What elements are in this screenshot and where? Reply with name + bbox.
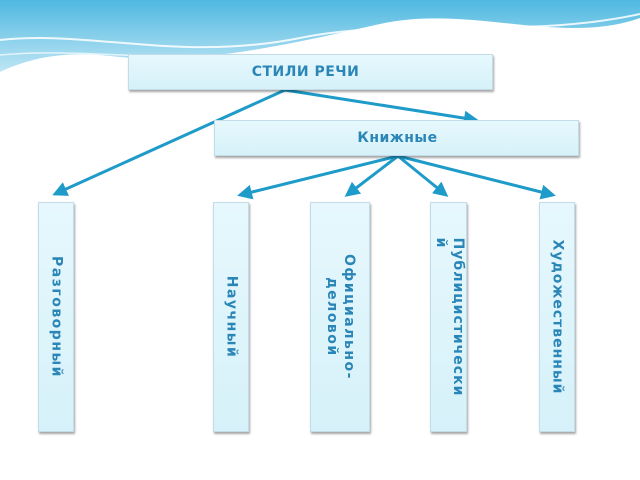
style-box-artistic: Художественный xyxy=(539,202,575,432)
style-label-artistic: Художественный xyxy=(549,239,566,395)
style-label-scientific: Научный xyxy=(223,275,240,359)
style-box-publicistic: Публицистически й xyxy=(430,202,467,432)
arrow-to-official xyxy=(344,154,399,197)
speech-styles-title-box: СТИЛИ РЕЧИ xyxy=(128,54,493,90)
arrow-to-artistic xyxy=(397,154,556,200)
style-label-official: Официально- деловой xyxy=(323,254,357,380)
bookish-styles-label: Книжные xyxy=(357,130,438,146)
style-label-publicistic-line2: й xyxy=(432,237,449,249)
style-label-publicistic-line1: Публицистически xyxy=(449,237,466,397)
arrow-to-bookish xyxy=(284,88,479,126)
style-label-publicistic: Публицистически й xyxy=(432,238,466,397)
bookish-styles-box: Книжные xyxy=(214,120,579,156)
arrow-to-scientific xyxy=(237,154,399,200)
style-label-official-line2: деловой xyxy=(324,277,340,357)
style-box-scientific: Научный xyxy=(213,202,249,432)
style-box-colloquial: Разговорный xyxy=(38,202,74,432)
speech-styles-title: СТИЛИ РЕЧИ xyxy=(251,64,360,80)
style-box-official: Официально- деловой xyxy=(310,202,370,432)
style-label-colloquial: Разговорный xyxy=(48,256,65,378)
arrow-to-publicistic xyxy=(397,154,449,197)
style-label-official-line1: Официально- xyxy=(341,254,357,380)
